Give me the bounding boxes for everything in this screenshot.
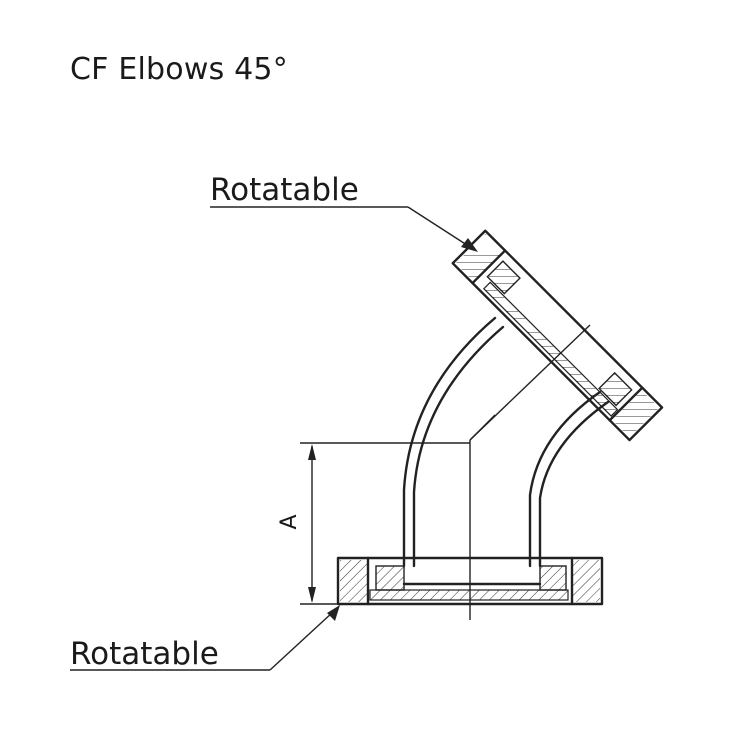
top-rotatable-callout: Rotatable — [210, 172, 478, 252]
dimension-label: A — [277, 514, 302, 529]
bottom-rotatable-callout: Rotatable — [70, 605, 340, 672]
top-flange — [451, 229, 664, 442]
bottom-flange — [336, 556, 604, 606]
dimension-a: A — [277, 442, 470, 605]
top-rotatable-label: Rotatable — [210, 172, 359, 208]
diagram-title: CF Elbows 45° — [70, 52, 288, 87]
bottom-rotatable-label: Rotatable — [70, 636, 219, 672]
elbow-body — [402, 316, 610, 620]
